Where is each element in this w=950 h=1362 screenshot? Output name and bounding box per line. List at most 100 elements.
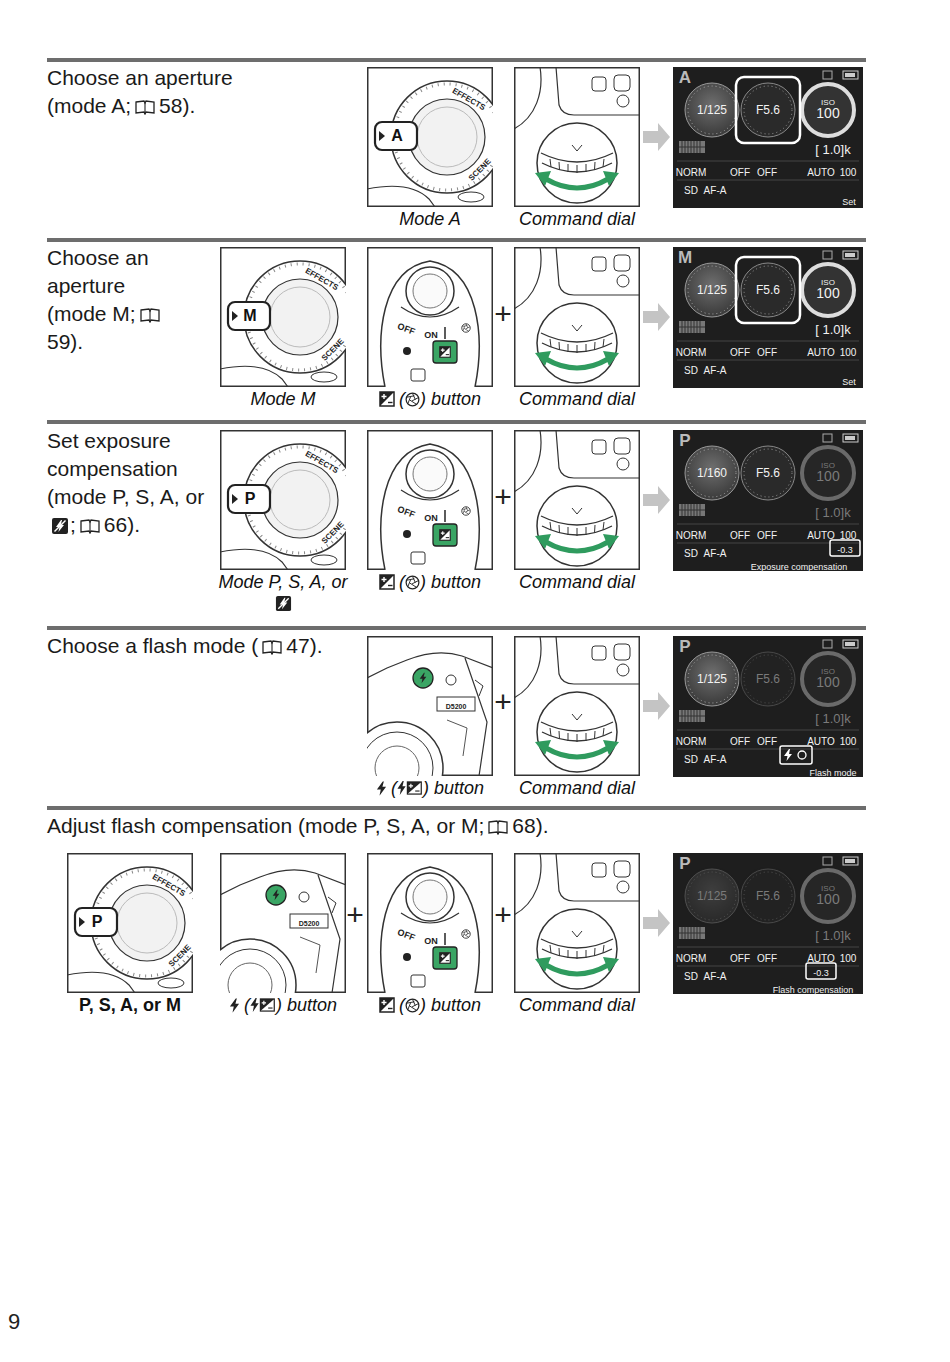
dial-label-holder: SCENE — [316, 333, 347, 364]
dial-label-holder: SCENE — [463, 153, 494, 184]
mode-letter-holder: A — [391, 127, 403, 145]
screen-value-holder: AF-A — [704, 361, 727, 377]
screen-value-holder: 1/125 — [697, 670, 727, 686]
screen-value-holder: P — [679, 431, 690, 451]
switch-label-holder: OFF — [396, 316, 418, 337]
screen-value-holder: 100 — [816, 105, 839, 121]
switch-label: ON — [424, 513, 438, 523]
switch-label-holder: OFF — [396, 499, 418, 520]
book-glyph — [81, 520, 99, 533]
screen-value-holder: [ 1.0]k — [815, 927, 850, 943]
illustration-use — [367, 68, 503, 207]
camera-screen: P1/125F5.6ISO100[ 1.0]kNORMOFFOFFAUTO100… — [673, 853, 863, 994]
illustration-panel: Command dial — [514, 430, 640, 570]
heading-text: Set exposure compensation (mode P, S, A,… — [47, 429, 204, 508]
screen-value-holder: 100 — [840, 732, 857, 748]
screen-value: [ 1.0]k — [815, 928, 850, 943]
screen-value-holder: F5.6 — [756, 670, 780, 686]
flow-arrow — [643, 909, 670, 937]
dial-label: SCENE — [467, 157, 493, 183]
screen-value: OFF — [757, 953, 777, 964]
heading-text: 59). — [47, 330, 83, 353]
screen-value-holder: 100 — [816, 468, 839, 484]
screen-value-holder: AF-A — [704, 967, 727, 983]
caption: () button — [180, 994, 386, 1016]
illustration-circle — [739, 867, 797, 925]
mode-letter: P — [92, 913, 103, 930]
screen-value-holder: NORM — [676, 343, 707, 359]
flash-icon — [376, 781, 387, 796]
fcomp-icon — [250, 998, 276, 1012]
illustration-use — [368, 431, 493, 570]
screen-note: Exposure compensation — [751, 562, 848, 572]
screen-value: NORM — [676, 167, 707, 178]
flow-arrow — [643, 123, 670, 151]
illustration-panel: D5200() button — [220, 853, 346, 993]
screen-value: NORM — [676, 530, 707, 541]
dial-label-holder: SCENE — [163, 939, 194, 970]
screen-note-holder: Flash mode — [809, 763, 856, 779]
caption: Mode P, S, A, or — [180, 571, 386, 612]
heading-text: 68). — [512, 814, 548, 837]
model-label: D5200 — [446, 703, 467, 710]
screen-value: AUTO — [807, 530, 835, 541]
fcomp-icon — [397, 781, 423, 795]
screen-value-holder: 100 — [816, 674, 839, 690]
page-number-holder: 9 — [8, 1309, 20, 1335]
aper-icon — [405, 575, 420, 590]
dial-label: SCENE — [320, 520, 346, 546]
exp-glyph — [380, 998, 394, 1012]
book-icon — [135, 99, 155, 115]
illustration-use — [514, 247, 640, 386]
illustration-use — [673, 853, 863, 994]
screen-note-holder: -0.3 — [837, 540, 853, 556]
illustration-panel: Command dial — [514, 247, 640, 387]
illustration-panel: D5200() button — [367, 636, 493, 776]
switch-label-holder: ON — [424, 325, 438, 341]
exp-glyph — [380, 575, 394, 589]
noflash-icon — [51, 517, 69, 535]
illustration-use — [673, 247, 863, 388]
screen-value: P — [679, 637, 690, 656]
book-glyph — [263, 641, 281, 654]
screen-value-holder: AUTO — [807, 343, 835, 359]
screen-value: [ 1.0]k — [815, 322, 850, 337]
panel-caption: Mode A — [399, 208, 460, 230]
panel-caption: Command dial — [519, 994, 635, 1016]
flow-arrow — [643, 303, 670, 331]
plus-sign: + — [346, 898, 364, 931]
panel-drawings — [67, 67, 863, 1031]
switch-label: ON — [424, 936, 438, 946]
screen-value: AUTO — [807, 736, 835, 747]
screen-value-holder: AF-A — [704, 544, 727, 560]
dial-label-holder: EFFECTS — [303, 261, 343, 293]
illustration-use — [220, 248, 356, 387]
screen-note: -0.3 — [813, 968, 829, 978]
step-heading: Set exposure compensation (mode P, S, A,… — [47, 427, 212, 539]
illustration-panel: OFFON() button — [367, 247, 493, 387]
screen-value: 100 — [840, 736, 857, 747]
plus-sign-holder: + — [346, 898, 364, 932]
screen-value-holder: NORM — [676, 526, 707, 542]
caption: Command dial — [474, 571, 680, 593]
camera-screen: P1/125F5.6ISO100[ 1.0]kNORMOFFOFFAUTO100… — [673, 636, 863, 777]
aper-glyph — [406, 576, 419, 589]
screen-value: 100 — [816, 468, 839, 484]
book-glyph — [489, 821, 507, 834]
switch-label: ON — [424, 330, 438, 340]
screen-value: P — [679, 854, 690, 873]
illustration-use — [514, 853, 640, 992]
screen-value: P — [679, 431, 690, 450]
dial-label-holder: EFFECTS — [303, 444, 343, 476]
caption: Command dial — [474, 777, 680, 799]
illustration-use — [351, 637, 493, 814]
noflash-glyph — [275, 596, 290, 611]
screen-note-holder: Set — [842, 372, 856, 388]
mode-letter: M — [243, 307, 256, 324]
screen-value: [ 1.0]k — [815, 142, 850, 157]
plus-sign: + — [494, 480, 512, 513]
caption: Command dial — [474, 208, 680, 230]
book-icon — [262, 639, 282, 655]
